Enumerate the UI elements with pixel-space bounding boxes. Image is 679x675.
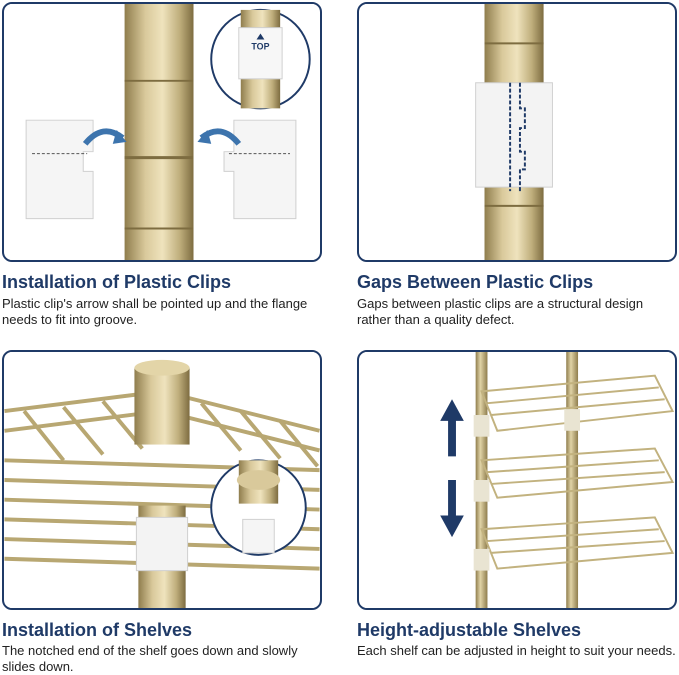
wire-shelves — [480, 374, 675, 570]
panel-description: Gaps between plastic clips are a structu… — [357, 296, 644, 327]
panel-description: Each shelf can be adjusted in height to … — [357, 643, 676, 658]
panel-title: Installation of Plastic Clips — [2, 272, 232, 292]
panel-title: Gaps Between Plastic Clips — [357, 272, 594, 292]
arrow-up-icon — [440, 399, 464, 457]
shelves-illustration — [4, 352, 320, 608]
panel-shelves-image — [2, 350, 322, 610]
left-clip — [25, 119, 94, 220]
clip-top-label: TOP — [251, 41, 269, 51]
panel-description: Plastic clip's arrow shall be pointed up… — [2, 296, 308, 327]
gaps-illustration — [359, 4, 675, 260]
right-clip — [223, 119, 297, 220]
panel-gaps-image — [357, 2, 677, 262]
panel-height-adjust-image — [357, 350, 677, 610]
gap-outline — [509, 82, 526, 192]
clip-sleeve — [475, 82, 553, 188]
panel-title: Height-adjustable Shelves — [357, 620, 582, 640]
panel-description: The notched end of the shelf goes down a… — [2, 643, 298, 674]
pole — [124, 4, 194, 260]
panel-plastic-clips-image: TOP — [2, 2, 322, 262]
magnifier-circle — [210, 459, 307, 556]
arrow-down-icon — [440, 480, 464, 538]
magnifier-circle: TOP — [210, 8, 311, 110]
height-adjust-illustration — [359, 352, 675, 608]
plastic-clips-illustration: TOP — [4, 4, 320, 260]
panel-title: Installation of Shelves — [2, 620, 193, 640]
